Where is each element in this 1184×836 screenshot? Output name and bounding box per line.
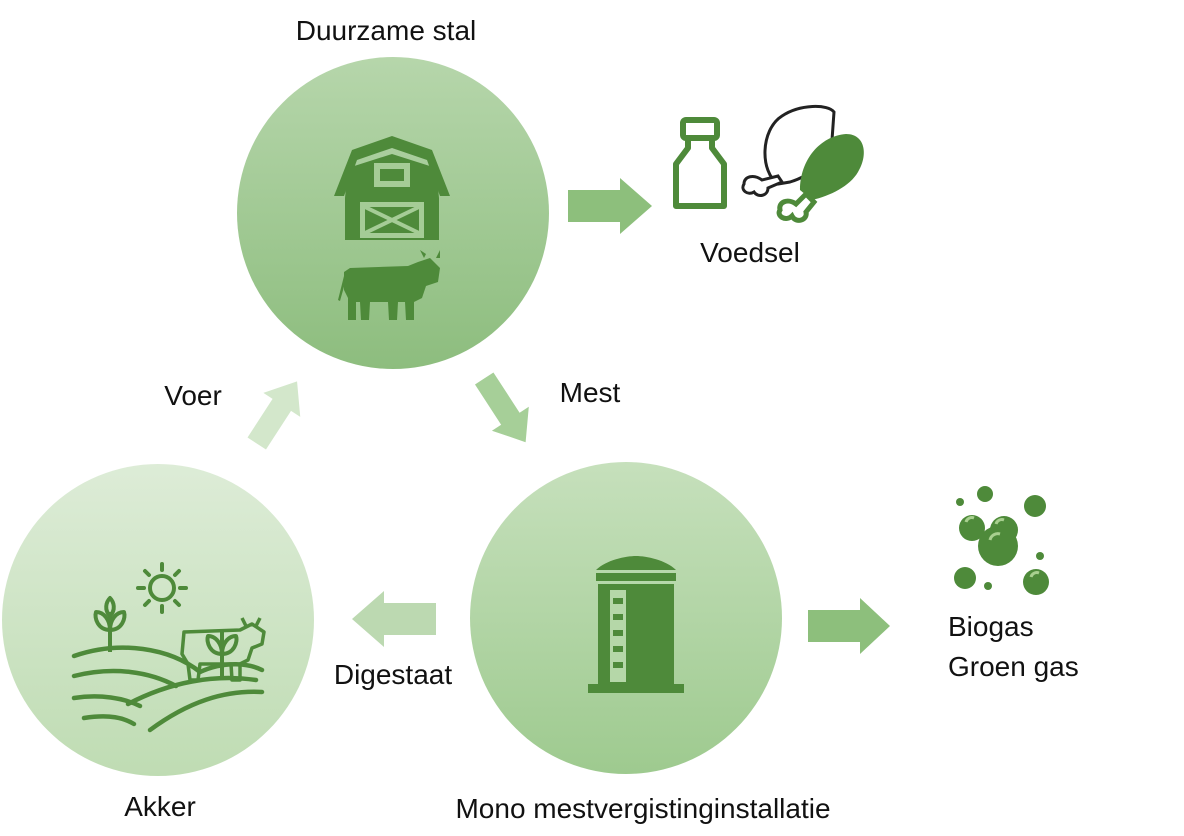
installation-label: Mono mestvergistinginstallatie [455,793,830,824]
arrow-feed [247,381,301,450]
field-circle [2,464,314,776]
stable-label: Duurzame stal [296,15,477,46]
field-label: Akker [124,791,196,822]
chicken-leg-icon [741,105,864,223]
sprout-icon [93,596,127,652]
arrow-manure [474,372,529,443]
feed-label: Voer [164,380,222,411]
cow-icon [338,250,440,320]
arrow-to-field [352,591,436,647]
manure-label: Mest [560,377,621,408]
digestate-label: Digestaat [334,659,453,690]
silo-icon [588,556,684,693]
milk-bottle-icon [673,117,727,209]
biogas-label-line1: Biogas [948,611,1034,642]
barn-icon [334,136,450,240]
bubbles-icon [954,486,1049,595]
biogas-label-line2: Groen gas [948,651,1079,682]
arrow-to-food [568,178,652,234]
fields-icon [71,645,265,733]
sun-icon [136,562,188,614]
food-label: Voedsel [700,237,800,268]
sprout-icon [205,632,239,676]
arrow-to-biogas [808,598,890,654]
